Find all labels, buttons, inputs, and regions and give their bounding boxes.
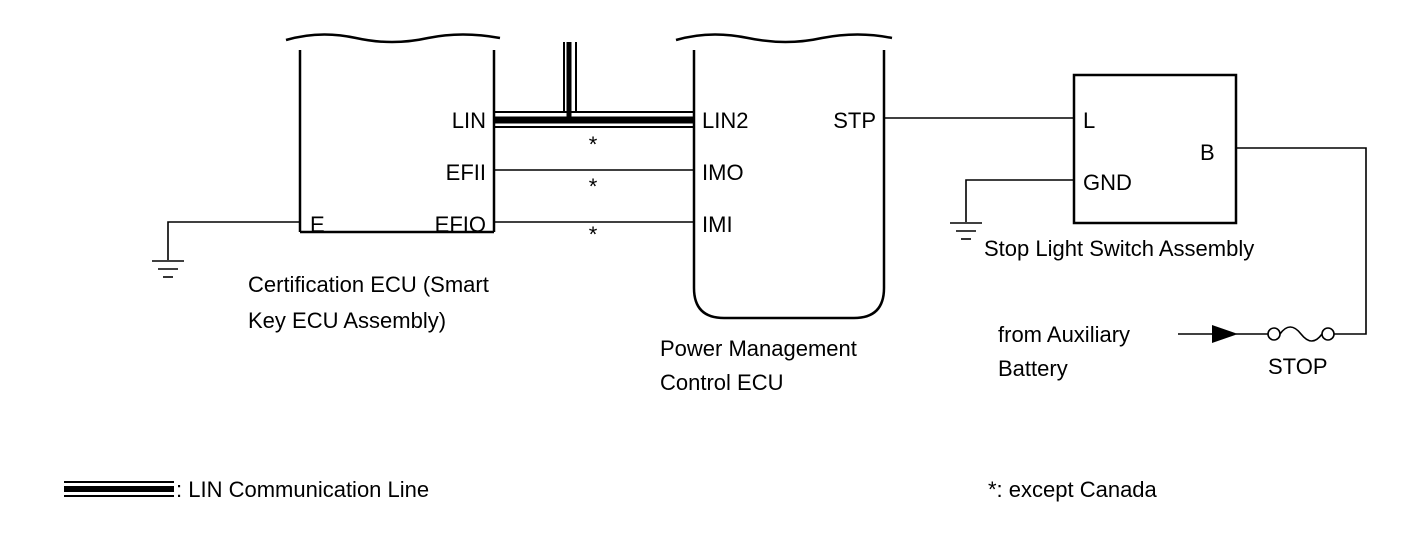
source-label-line2: Battery xyxy=(998,356,1068,381)
stop-switch-name: Stop Light Switch Assembly xyxy=(984,236,1254,261)
pin-e: E xyxy=(310,212,325,237)
signal-wires xyxy=(167,117,1367,335)
pin-stp: STP xyxy=(833,108,876,133)
arrow-icon xyxy=(1212,325,1238,343)
legend-lin-label: : LIN Communication Line xyxy=(176,477,429,502)
asterisk-marker: * xyxy=(589,132,598,157)
pin-imi: IMI xyxy=(702,212,733,237)
pm-ecu-name-line1: Power Management xyxy=(660,336,857,361)
pin-lin2: LIN2 xyxy=(702,108,748,133)
lin-legend-line-icon xyxy=(64,481,174,497)
e-ground-wire xyxy=(167,221,300,260)
power-management-ecu-box xyxy=(675,33,893,320)
pin-efii: EFII xyxy=(446,160,486,185)
fuse-icon xyxy=(1267,326,1335,342)
gnd-wire xyxy=(965,179,1074,222)
pin-gnd: GND xyxy=(1083,170,1132,195)
pin-l: L xyxy=(1083,108,1095,133)
source-label-line1: from Auxiliary xyxy=(998,322,1130,347)
ground-icon xyxy=(950,222,982,240)
certification-ecu-box xyxy=(285,33,501,234)
legend-except-canada: *: except Canada xyxy=(988,477,1158,502)
lin-communication-wire xyxy=(494,42,694,128)
pin-efio: EFIO xyxy=(435,212,486,237)
pin-lin: LIN xyxy=(452,108,486,133)
cert-ecu-name-line2: Key ECU Assembly) xyxy=(248,308,446,333)
stop-light-switch-box xyxy=(1072,73,1238,225)
b-stop-wire xyxy=(1236,147,1367,335)
fuse-label: STOP xyxy=(1268,354,1328,379)
cert-ecu-name-line1: Certification ECU (Smart xyxy=(248,272,489,297)
pin-imo: IMO xyxy=(702,160,744,185)
pm-ecu-name-line2: Control ECU xyxy=(660,370,783,395)
pin-b: B xyxy=(1200,140,1215,165)
asterisk-marker: * xyxy=(589,222,598,247)
asterisk-marker: * xyxy=(589,174,598,199)
ground-icon xyxy=(152,260,184,278)
